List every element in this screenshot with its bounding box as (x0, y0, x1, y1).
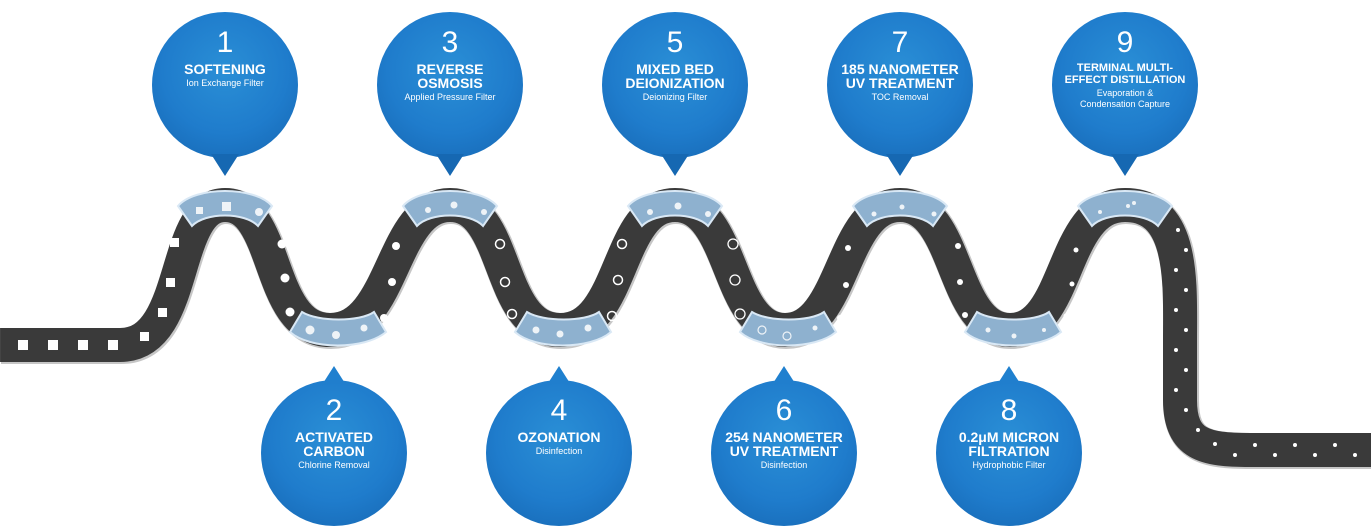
stage-2-subtitle: Chlorine Removal (298, 460, 370, 470)
stage-8-number: 8 (1000, 394, 1018, 427)
filter-6 (738, 310, 838, 347)
filter-9 (1076, 190, 1174, 228)
filter-7 (851, 190, 949, 228)
stage-6-title: 254 NANOMETER UV TREATMENT (725, 429, 843, 459)
stage-1-bubble: 1 SOFTENING Ion Exchange Filter (152, 12, 298, 158)
stage-6-bubble: 6 254 NANOMETER UV TREATMENT Disinfectio… (711, 380, 857, 526)
filter-8 (963, 310, 1063, 347)
stage-7-pointer (886, 154, 914, 176)
stage-5-title: MIXED BED DEIONIZATION (625, 61, 725, 91)
stage-7-title: 185 NANOMETER UV TREATMENT (841, 61, 959, 91)
stage-3-number: 3 (441, 26, 459, 59)
filter-4 (513, 310, 613, 347)
stage-4-subtitle: Disinfection (535, 446, 583, 456)
filter-3 (401, 190, 499, 228)
stage-2-bubble: 2 ACTIVATED CARBON Chlorine Removal (261, 380, 407, 526)
stage-4-title: OZONATION (517, 429, 601, 445)
pipeline-highlight (1, 187, 1371, 469)
stage-7-number: 7 (891, 26, 909, 59)
stage-4-number: 4 (550, 394, 568, 427)
stage-5-pointer (661, 154, 689, 176)
stage-5-bubble: 5 MIXED BED DEIONIZATION Deionizing Filt… (602, 12, 748, 158)
stage-9-title: TERMINAL MULTI-EFFECT DISTILLATION (1064, 62, 1186, 86)
filter-particles (196, 201, 1136, 341)
stage-1-number: 1 (216, 26, 234, 59)
filters (176, 190, 1174, 347)
filter-2 (288, 310, 388, 347)
stage-6-subtitle: Disinfection (760, 460, 808, 470)
particles (18, 228, 1357, 457)
stage-1-title: SOFTENING (184, 61, 266, 77)
stage-7-bubble: 7 185 NANOMETER UV TREATMENT TOC Removal (827, 12, 973, 158)
stage-1-pointer (211, 154, 239, 176)
stage-3-subtitle: Applied Pressure Filter (404, 92, 496, 102)
stage-5-subtitle: Deionizing Filter (642, 92, 708, 102)
stage-4-bubble: 4 OZONATION Disinfection (486, 380, 632, 526)
stage-9-pointer (1111, 154, 1139, 176)
stage-3-bubble: 3 REVERSE OSMOSIS Applied Pressure Filte… (377, 12, 523, 158)
stage-1-subtitle: Ion Exchange Filter (186, 78, 264, 88)
stage-9-number: 9 (1116, 26, 1134, 59)
stage-9-subtitle: Evaporation & Condensation Capture (1079, 88, 1171, 109)
stage-5-number: 5 (666, 26, 684, 59)
stage-9-bubble: 9 TERMINAL MULTI-EFFECT DISTILLATION Eva… (1052, 12, 1198, 158)
stage-8-title: 0.2μM MICRON FILTRATION (958, 429, 1060, 459)
stage-2-number: 2 (325, 394, 343, 427)
stage-6-number: 6 (775, 394, 793, 427)
stage-7-subtitle: TOC Removal (871, 92, 929, 102)
stage-8-subtitle: Hydrophobic Filter (972, 460, 1046, 470)
stage-8-bubble: 8 0.2μM MICRON FILTRATION Hydrophobic Fi… (936, 380, 1082, 526)
stage-3-title: REVERSE OSMOSIS (416, 61, 484, 91)
stage-3-pointer (436, 154, 464, 176)
filter-5 (626, 190, 724, 228)
stage-2-title: ACTIVATED CARBON (294, 429, 374, 459)
